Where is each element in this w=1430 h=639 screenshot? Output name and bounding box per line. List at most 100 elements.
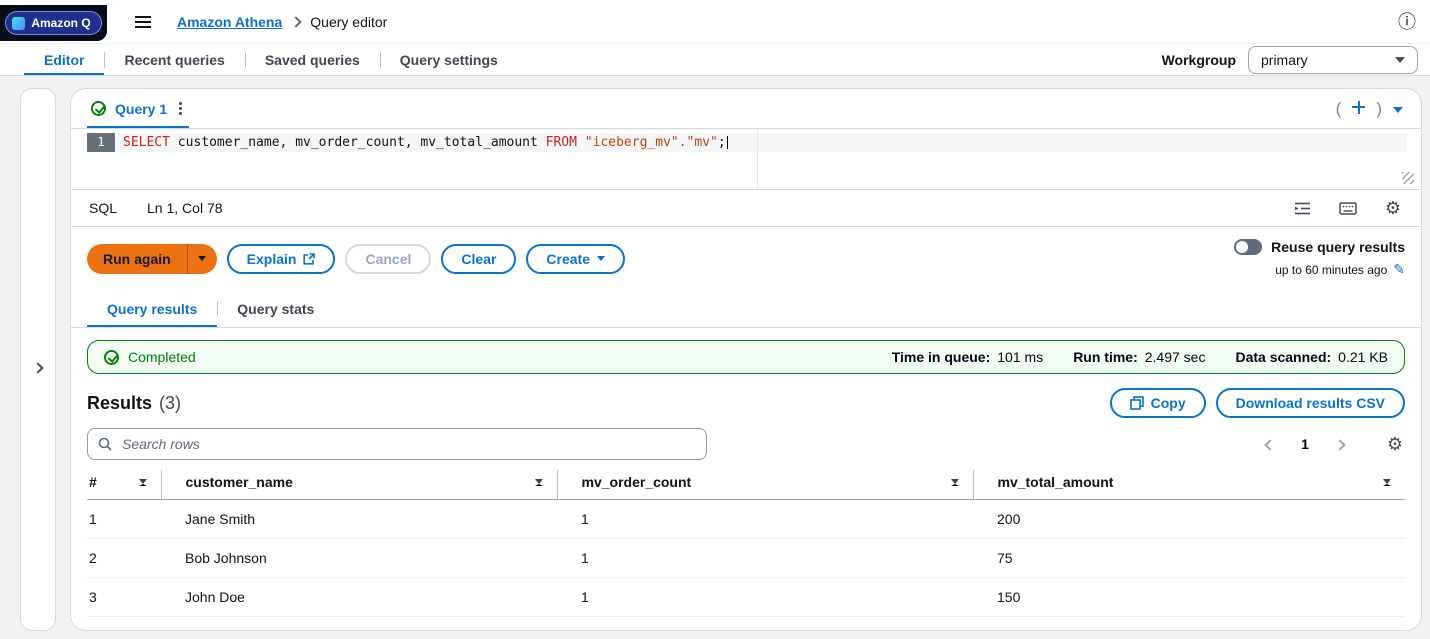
page-number[interactable]: 1	[1295, 435, 1315, 453]
column-filter-icon[interactable]	[950, 478, 959, 486]
sql-code-line: SELECT customer_name, mv_order_count, mv…	[123, 133, 728, 152]
paren-left: (	[1335, 98, 1342, 118]
table-preferences-icon[interactable]: ⚙	[1386, 434, 1403, 454]
previous-page-button[interactable]	[1263, 434, 1277, 455]
sql-plain: ;	[717, 135, 726, 150]
cancel-button[interactable]: Cancel	[345, 243, 432, 274]
column-filter-icon[interactable]	[1383, 478, 1391, 486]
results-toolbar: 1 ⚙	[71, 424, 1421, 470]
plus-icon	[1352, 100, 1366, 114]
tab-query-stats[interactable]: Query stats	[217, 290, 334, 327]
clear-button[interactable]: Clear	[441, 243, 517, 274]
explain-button[interactable]: Explain	[226, 243, 336, 274]
chevron-down-icon	[1395, 56, 1405, 63]
create-label: Create	[546, 250, 591, 267]
query-tab[interactable]: Query 1	[87, 89, 189, 128]
chevron-right-icon	[1334, 438, 1346, 451]
table-row: 2 Bob Johnson 1 75	[87, 538, 1405, 578]
workgroup-select[interactable]: primary	[1248, 45, 1418, 74]
column-header-index[interactable]: #	[87, 470, 162, 500]
reuse-results-duration: up to 60 minutes ago	[1275, 262, 1388, 277]
sql-plain: customer_name, mv_order_count, mv_total_…	[169, 135, 546, 150]
tab-recent-queries[interactable]: Recent queries	[104, 44, 244, 75]
search-rows-input[interactable]	[120, 435, 696, 453]
stat-label: Data scanned:	[1235, 349, 1332, 365]
chevron-right-icon	[32, 362, 44, 374]
column-header-mv-order-count[interactable]: mv_order_count	[557, 470, 974, 500]
tab-editor[interactable]: Editor	[24, 44, 104, 75]
copy-button[interactable]: Copy	[1109, 388, 1206, 418]
expand-panel-button[interactable]	[30, 105, 46, 630]
cell-customer-name: Jane Smith	[161, 499, 557, 539]
create-button[interactable]: Create	[526, 243, 626, 274]
sql-plain	[577, 135, 585, 150]
editor-settings-icon[interactable]: ⚙	[1384, 198, 1401, 218]
results-tab-bar: Query results Query stats	[71, 290, 1421, 328]
search-icon	[98, 437, 112, 451]
cell-index: 3	[87, 577, 161, 617]
next-page-button[interactable]	[1333, 434, 1347, 455]
editor-resize-handle[interactable]	[1402, 172, 1414, 184]
stat-value: 101 ms	[997, 349, 1044, 365]
table-row: 3 John Doe 1 150	[87, 577, 1405, 617]
query-tab-controls: ( )	[1336, 99, 1405, 119]
copy-icon	[1129, 396, 1144, 410]
table-header-row: # customer_name mv_order_count mv_total_…	[87, 470, 1405, 500]
chevron-left-icon	[1264, 438, 1276, 451]
query-tab-title: Query 1	[115, 100, 168, 117]
column-filter-icon[interactable]	[138, 478, 147, 486]
column-label: #	[89, 474, 97, 490]
download-results-csv-button[interactable]: Download results CSV	[1215, 388, 1405, 418]
run-again-dropdown-button[interactable]	[186, 243, 217, 274]
column-label: customer_name	[185, 474, 293, 490]
chevron-down-icon	[597, 256, 606, 261]
tab-saved-queries[interactable]: Saved queries	[245, 44, 380, 75]
edit-pencil-icon[interactable]: ✎	[1393, 261, 1405, 277]
column-label: mv_order_count	[581, 474, 692, 490]
amazon-q-icon	[12, 16, 26, 30]
query-tab-menu-icon[interactable]	[176, 99, 185, 118]
column-header-mv-total-amount[interactable]: mv_total_amount	[973, 470, 1405, 500]
text-cursor	[726, 136, 728, 149]
keyboard-shortcuts-icon[interactable]	[1337, 200, 1359, 217]
format-query-icon[interactable]	[1292, 199, 1313, 218]
stat-value: 2.497 sec	[1144, 349, 1206, 365]
success-check-icon	[104, 349, 119, 365]
collapsed-side-panel	[20, 88, 56, 631]
stat-label: Run time:	[1073, 349, 1138, 365]
amazon-q-label: Amazon Q	[31, 16, 91, 30]
tab-query-settings[interactable]: Query settings	[380, 44, 518, 75]
chevron-down-icon	[1393, 107, 1403, 113]
cell-mv-order-count: 1	[557, 538, 973, 578]
results-title: Results	[87, 392, 153, 413]
pagination: 1 ⚙	[1263, 433, 1405, 455]
paren-right: )	[1376, 98, 1382, 118]
line-number: 1	[87, 133, 115, 152]
print-margin-line	[757, 129, 759, 189]
tab-query-results[interactable]: Query results	[87, 290, 217, 327]
query-tabs-dropdown-button[interactable]	[1391, 99, 1405, 118]
amazon-q-button[interactable]: Amazon Q	[5, 11, 102, 35]
reuse-results-toggle[interactable]	[1234, 239, 1263, 255]
search-box	[87, 428, 707, 460]
hamburger-menu-icon[interactable]	[131, 12, 155, 32]
cell-mv-total-amount: 150	[973, 577, 1405, 617]
editor-status-icons: ⚙	[1292, 197, 1403, 219]
external-link-icon	[303, 252, 316, 265]
info-icon[interactable]: ⓘ	[1398, 11, 1416, 32]
copy-label: Copy	[1150, 395, 1186, 411]
column-filter-icon[interactable]	[534, 478, 543, 486]
reuse-results-label: Reuse query results	[1271, 239, 1405, 255]
column-header-customer-name[interactable]: customer_name	[161, 470, 558, 500]
query-stats: Time in queue:101 ms Run time:2.497 sec …	[892, 349, 1388, 365]
workgroup-control: Workgroup primary	[1162, 44, 1430, 75]
sql-editor[interactable]: 1 SELECT customer_name, mv_order_count, …	[71, 129, 1421, 189]
top-bar: Amazon Q Amazon Athena Query editor ⓘ	[0, 0, 1430, 44]
results-table: # customer_name mv_order_count mv_total_…	[87, 470, 1405, 617]
run-again-button[interactable]: Run again	[87, 244, 187, 274]
results-count: (3)	[159, 392, 182, 413]
sql-keyword: SELECT	[123, 135, 170, 150]
breadcrumb-service-link[interactable]: Amazon Athena	[177, 13, 283, 30]
add-query-tab-button[interactable]	[1350, 100, 1367, 117]
column-label: mv_total_amount	[997, 474, 1114, 490]
